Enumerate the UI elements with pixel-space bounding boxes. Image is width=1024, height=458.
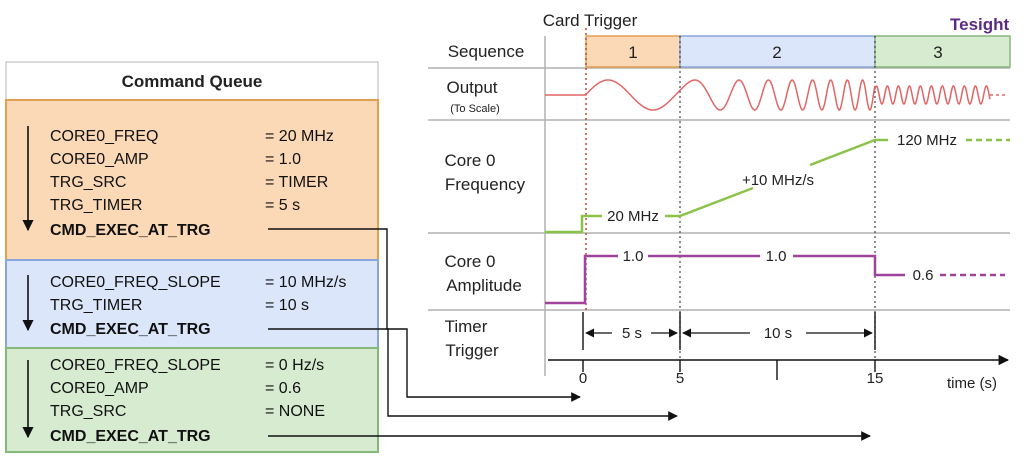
queue-group-3 [5,347,379,453]
queue-group-2 [5,259,379,349]
row-label-output-sub: (To Scale) [450,103,500,115]
axis-tick-label: 0 [579,370,587,387]
sequence-label-3: 3 [933,43,942,62]
queue-group-1 [5,99,379,261]
amp-label-c: 0.6 [913,267,934,284]
cmd-value: = 1.0 [265,151,301,168]
freq-label-end: 120 MHz [897,132,957,149]
cmd-value: = 10 s [265,297,309,314]
axis-label: time (s) [947,375,997,392]
cmd-value: = 0.6 [265,380,301,397]
freq-ramp-a [665,186,754,218]
cmd-line: CORE0_AMP [50,380,149,397]
freq-label-start: 20 MHz [607,208,659,225]
row-label-timer-2: Trigger [445,341,499,360]
freq-label-slope: +10 MHz/s [742,172,814,189]
sequence-box-3 [874,35,1011,68]
brand-logo: Tesight [950,15,1010,34]
sequence-box-1 [585,35,681,68]
row-label-freq-2: Frequency [445,175,526,194]
cmd-line: TRG_TIMER [50,297,142,314]
sequence-row: 1 2 3 [585,35,1011,68]
connector-2 [268,328,678,421]
row-label-amp-2: Amplitude [446,276,522,295]
timer-label-first: 5 s [622,325,642,342]
cmd-value: = 20 MHz [265,128,334,145]
queue-header [5,61,379,101]
axis-tick-label: 5 [676,370,684,387]
row-label-timer-1: Timer [445,317,488,336]
cmd-line: CORE0_FREQ [50,128,158,145]
cmd-value: = 5 s [265,197,300,214]
sequence-label-1: 1 [628,43,637,62]
cmd-value: = 0 Hz/s [265,357,324,374]
card-trigger-label: Card Trigger [543,11,638,30]
cmd-line: CORE0_FREQ_SLOPE [50,357,221,374]
cmd-line: TRG_TIMER [50,197,142,214]
cmd-value: = TIMER [265,174,328,191]
cmd-line: TRG_SRC [50,403,126,420]
cmd-line: CORE0_FREQ_SLOPE [50,274,221,291]
freq-ramp-b [809,138,888,167]
frequency-trace: 20 MHz +10 MHz/s 120 MHz [545,132,1010,234]
connector-1 [268,228,581,402]
cmd-line: TRG_SRC [50,174,126,191]
row-label-sequence: Sequence [448,42,525,61]
cmd-value: = NONE [265,403,325,420]
axis-tick-label: 15 [867,370,884,387]
amp-drop [793,254,905,277]
logo-text: Tesight [950,15,1010,34]
freq-start-segment [545,214,602,234]
amp-label-a: 1.0 [623,248,644,265]
amp-rise [545,254,618,305]
queue-title: Command Queue [122,72,263,91]
sequence-box-2 [679,35,876,68]
row-label-freq-1: Core 0 [444,151,495,170]
timing-frame: Sequence Output (To Scale) Core 0 Freque… [428,11,1010,376]
phase-boundaries [679,36,876,360]
amplitude-trace: 1.0 1.0 0.6 [545,248,1005,305]
cmd-value: = 10 MHz/s [265,274,346,291]
amp-label-b: 1.0 [766,248,787,265]
timer-trigger-row: 5 s 10 s [582,312,876,350]
command-queue: Command Queue CORE0_FREQ = 20 MHz CORE0_… [5,61,379,453]
row-label-output: Output [446,78,497,97]
cmd-exec-line: CMD_EXEC_AT_TRG [50,222,211,239]
row-label-amp-1: Core 0 [444,252,495,271]
output-waveform [545,79,991,111]
cmd-exec-line: CMD_EXEC_AT_TRG [50,321,211,338]
time-axis: 0 5 15 time (s) [548,354,1010,392]
exec-connectors [268,228,871,441]
cmd-line: CORE0_AMP [50,151,149,168]
sequence-label-2: 2 [772,43,781,62]
cmd-exec-line: CMD_EXEC_AT_TRG [50,428,211,445]
timer-label-second: 10 s [764,325,792,342]
